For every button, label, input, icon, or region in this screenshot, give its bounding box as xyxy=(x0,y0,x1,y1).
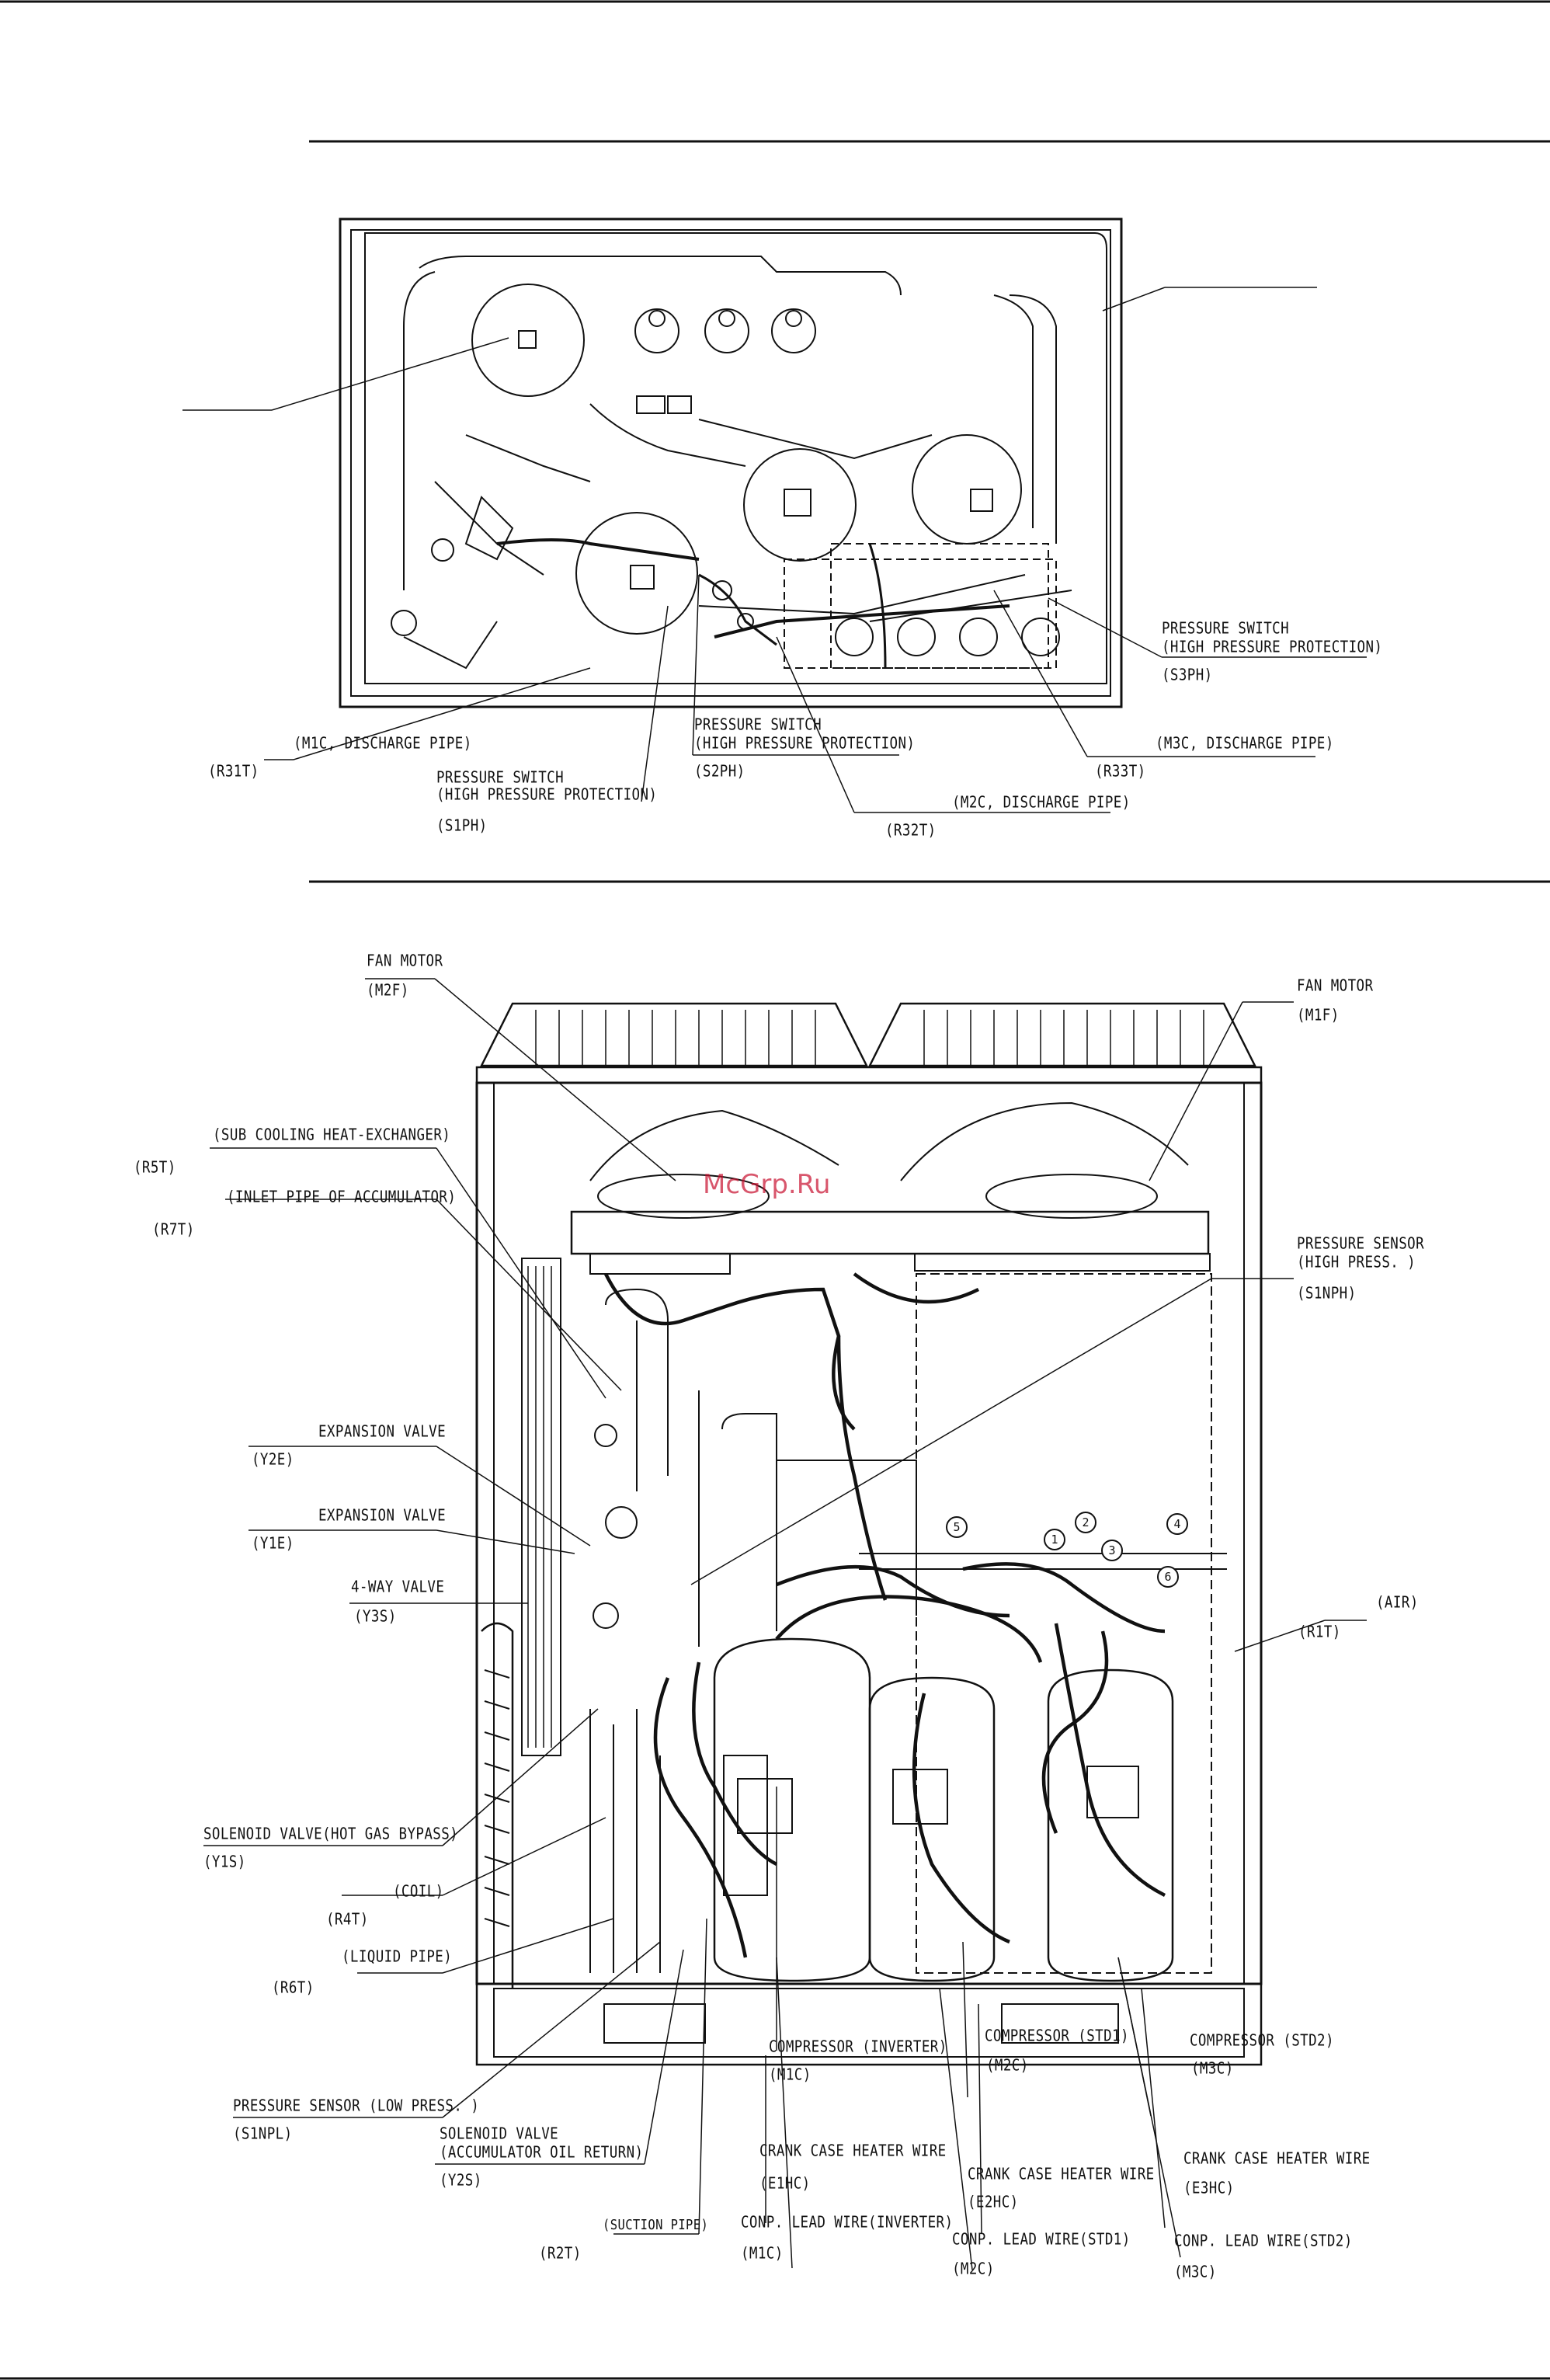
circle-number-3: 3 xyxy=(1108,1543,1115,1557)
accumulator-circle xyxy=(471,284,585,397)
circle-number-6: 6 xyxy=(1164,1570,1171,1584)
label-compressor-std2: COMPRESSOR (STD2) xyxy=(1190,2032,1334,2050)
label-crank-e2hc: CRANK CASE HEATER WIRE xyxy=(968,2166,1155,2183)
label-m1c-compressor: (M1C) xyxy=(769,2066,811,2084)
label-m3c-lead: (M3C) xyxy=(1174,2263,1217,2281)
label-s1nph: (S1NPH) xyxy=(1297,1285,1357,1303)
label-high-pressure-s2ph: (HIGH PRESSURE PROTECTION) xyxy=(694,735,916,753)
label-accumulator-oil-return: (ACCUMULATOR OIL RETURN) xyxy=(440,2144,644,2162)
label-m1c-discharge: (M1C, DISCHARGE PIPE) xyxy=(294,735,472,753)
label-m3c-compressor: (M3C) xyxy=(1191,2060,1234,2078)
label-pressure-switch-s2ph: PRESSURE SWITCH xyxy=(694,716,822,734)
label-lead-std1: CONP. LEAD WIRE(STD1) xyxy=(952,2231,1131,2249)
compressor-m2c-top xyxy=(743,448,857,562)
label-s1npl: (S1NPL) xyxy=(233,2125,293,2143)
circle-marker-3 xyxy=(1101,1540,1123,1561)
label-four-way-valve: 4-WAY VALVE xyxy=(351,1578,445,1596)
circled-numbers xyxy=(946,1512,1188,1588)
label-r2t: (R2T) xyxy=(539,2245,582,2263)
label-coil: (COIL) xyxy=(393,1883,444,1901)
label-e3hc: (E3HC) xyxy=(1183,2180,1235,2197)
label-y1s: (Y1S) xyxy=(203,1853,246,1871)
label-m3c-discharge: (M3C, DISCHARGE PIPE) xyxy=(1156,735,1334,753)
label-e2hc: (E2HC) xyxy=(968,2194,1019,2211)
label-m2c-discharge: (M2C, DISCHARGE PIPE) xyxy=(952,794,1131,812)
label-y2e: (Y2E) xyxy=(252,1451,294,1469)
circle-marker-1 xyxy=(1044,1529,1065,1550)
circle-marker-6 xyxy=(1157,1566,1179,1588)
label-inlet-pipe: (INLET PIPE OF ACCUMULATOR) xyxy=(227,1188,457,1206)
label-lead-inverter: CONP. LEAD WIRE(INVERTER) xyxy=(741,2214,954,2232)
circle-number-1: 1 xyxy=(1051,1533,1058,1547)
label-solenoid-oil: SOLENOID VALVE xyxy=(440,2125,559,2143)
label-pressure-sensor-high: PRESSURE SENSOR xyxy=(1297,1235,1425,1253)
circle-marker-2 xyxy=(1075,1512,1096,1533)
label-solenoid-hot-gas: SOLENOID VALVE(HOT GAS BYPASS) xyxy=(203,1825,459,1843)
label-fan-motor-m1f: FAN MOTOR xyxy=(1297,977,1374,995)
label-y3s: (Y3S) xyxy=(354,1608,397,1626)
label-r32t: (R32T) xyxy=(885,822,937,840)
label-compressor-std1: COMPRESSOR (STD1) xyxy=(985,2027,1129,2045)
watermark-text: McGrp.Ru xyxy=(703,1169,831,1200)
label-r4t: (R4T) xyxy=(326,1911,369,1929)
label-high-press: (HIGH PRESS. ) xyxy=(1297,1254,1416,1272)
label-pressure-switch-s1ph: PRESSURE SWITCH xyxy=(436,769,565,787)
compressor-m2c xyxy=(868,1676,996,1982)
label-m2c-compressor: (M2C) xyxy=(986,2057,1029,2075)
label-e1hc: (E1HC) xyxy=(759,2175,811,2193)
label-m1f: (M1F) xyxy=(1297,1007,1340,1025)
label-r6t: (R6T) xyxy=(272,1979,315,1997)
label-y2s: (Y2S) xyxy=(440,2172,482,2190)
label-r7t: (R7T) xyxy=(152,1221,195,1239)
front-view-diagram xyxy=(203,978,1367,2270)
compressor-m1c-top xyxy=(575,512,698,635)
circle-number-4: 4 xyxy=(1173,1517,1180,1531)
label-suction-pipe: (SUCTION PIPE) xyxy=(603,2217,709,2233)
label-crank-e3hc: CRANK CASE HEATER WIRE xyxy=(1183,2150,1371,2168)
circle-marker-5 xyxy=(946,1516,968,1538)
label-r33t: (R33T) xyxy=(1095,763,1146,781)
label-lead-std2: CONP. LEAD WIRE(STD2) xyxy=(1174,2232,1353,2250)
label-compressor-inverter: COMPRESSOR (INVERTER) xyxy=(769,2038,947,2056)
compressor-m3c-top xyxy=(912,434,1022,545)
label-r31t: (R31T) xyxy=(208,763,259,781)
label-m2f: (M2F) xyxy=(367,982,409,1000)
label-high-pressure-s3ph: (HIGH PRESSURE PROTECTION) xyxy=(1162,638,1383,656)
label-high-pressure-s1ph: (HIGH PRESSURE PROTECTION) xyxy=(436,786,658,804)
circle-number-5: 5 xyxy=(953,1520,960,1534)
label-air: (AIR) xyxy=(1376,1594,1419,1612)
label-expansion-valve-y2e: EXPANSION VALVE xyxy=(318,1423,447,1441)
compressor-m3c xyxy=(1047,1668,1174,1982)
label-y1e: (Y1E) xyxy=(252,1535,294,1553)
label-m1c-lead: (M1C) xyxy=(741,2245,784,2263)
label-expansion-valve-y1e: EXPANSION VALVE xyxy=(318,1507,447,1525)
label-s1ph: (S1PH) xyxy=(436,817,488,835)
label-s2ph: (S2PH) xyxy=(694,763,745,781)
label-r5t: (R5T) xyxy=(134,1159,176,1177)
label-pressure-switch-s3ph: PRESSURE SWITCH xyxy=(1162,620,1290,638)
circle-marker-4 xyxy=(1166,1513,1188,1535)
label-pressure-sensor-low: PRESSURE SENSOR (LOW PRESS. ) xyxy=(233,2097,480,2115)
label-sub-cooling: (SUB COOLING HEAT-EXCHANGER) xyxy=(213,1126,451,1144)
circle-number-2: 2 xyxy=(1082,1515,1089,1529)
label-r1t: (R1T) xyxy=(1298,1623,1341,1641)
label-s3ph: (S3PH) xyxy=(1162,666,1213,684)
label-liquid-pipe: (LIQUID PIPE) xyxy=(342,1948,453,1966)
top-view-diagram xyxy=(182,217,1367,813)
label-fan-motor-m2f: FAN MOTOR xyxy=(367,952,443,970)
label-m2c-lead: (M2C) xyxy=(952,2260,995,2278)
label-crank-e1hc: CRANK CASE HEATER WIRE xyxy=(759,2142,947,2160)
